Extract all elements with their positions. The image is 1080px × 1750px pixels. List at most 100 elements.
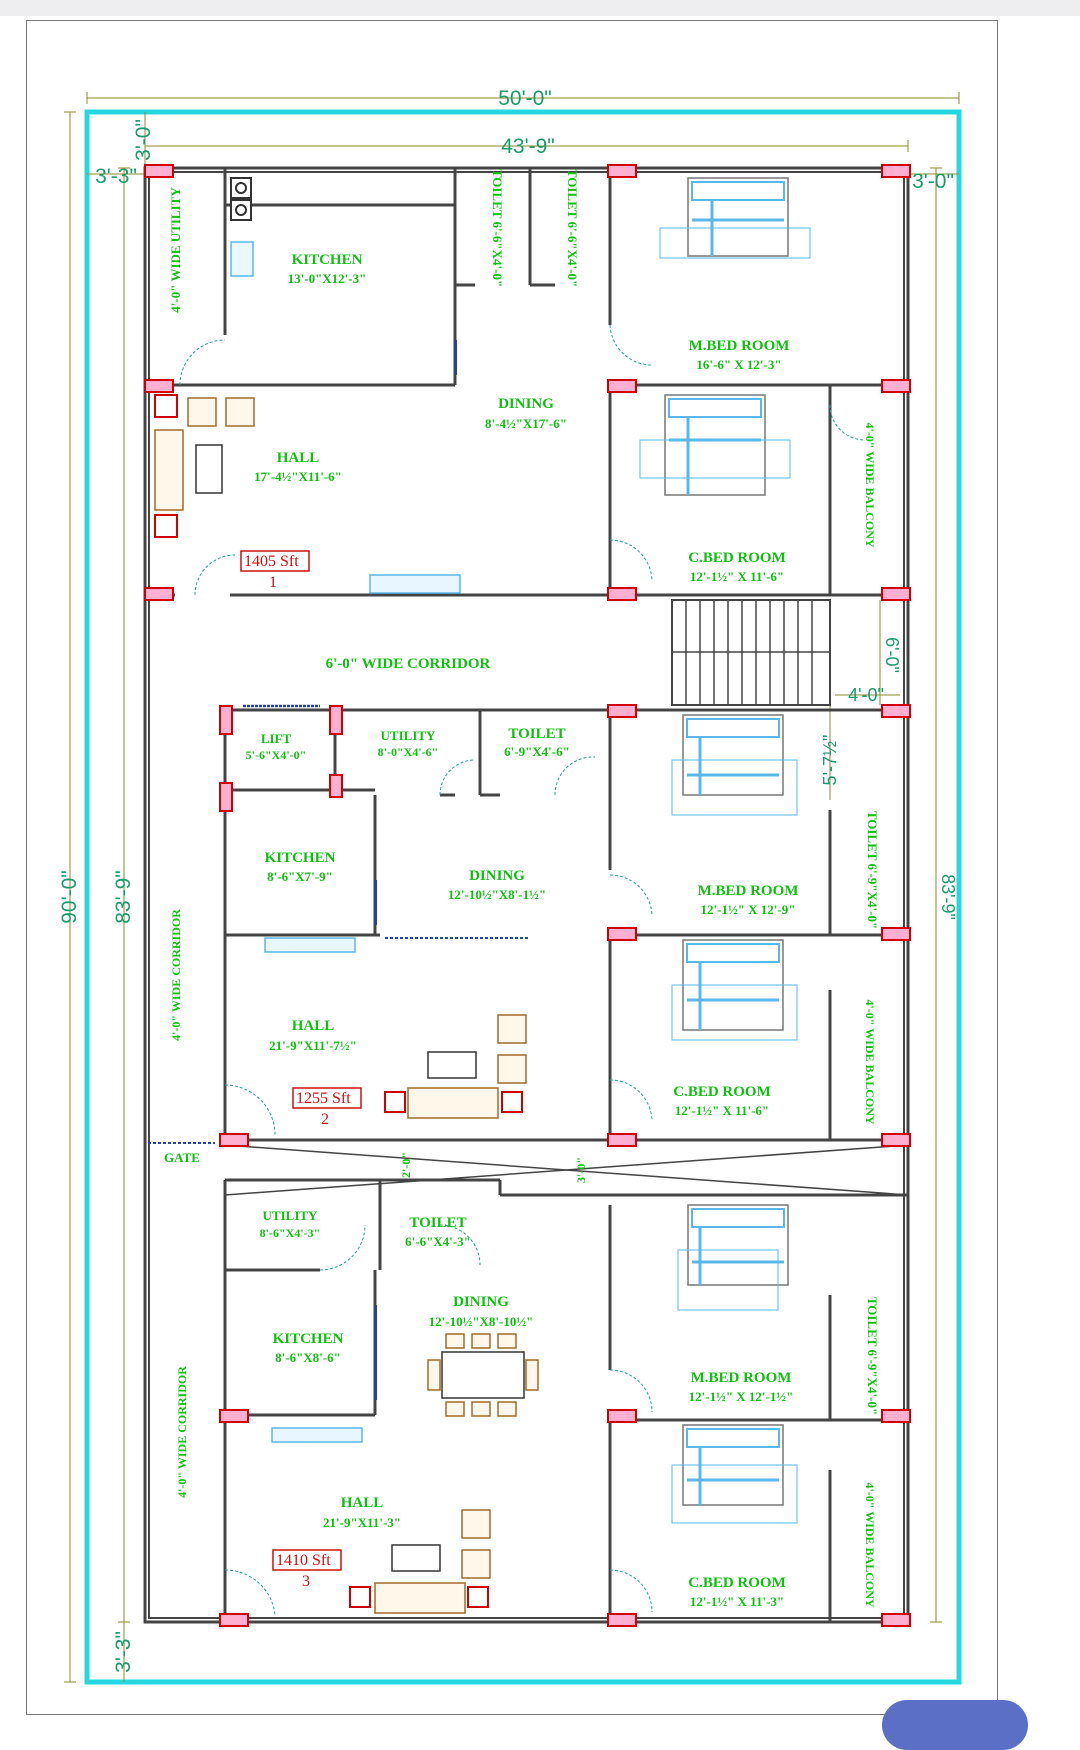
flat1-area: 1405 Sft: [244, 553, 299, 570]
flat2-utility-size: 8'-0"X4'-6": [378, 745, 439, 759]
flat3-walls: [223, 1178, 908, 1622]
flat2-kitchen-size: 8'-6"X7'-9": [267, 869, 333, 884]
stove-icon: [230, 177, 252, 221]
flat2-cbed-name: C.BED ROOM: [673, 1084, 771, 1100]
bed-icon: [639, 394, 791, 496]
flat3-kitchen-name: KITCHEN: [273, 1331, 344, 1347]
side-corridor-1: 4'-0" WIDE CORRIDOR: [169, 909, 183, 1041]
dim-overall-depth: 90'-0": [58, 870, 81, 924]
side-corridor-2: 4'-0" WIDE CORRIDOR: [175, 1366, 189, 1498]
flat3-mbed-size: 12'-1½" X 12'-1½": [689, 1389, 794, 1404]
flat2-walls: [223, 708, 908, 1142]
sofa-icon: [384, 1014, 527, 1119]
flat1-kitchen-size: 13'-0"X12'-3": [288, 271, 367, 286]
plot-boundary: [84, 109, 962, 1685]
flat3-mbed-name: M.BED ROOM: [691, 1370, 792, 1386]
flat2-kitchen-name: KITCHEN: [265, 850, 336, 866]
flat2-mbed-name: M.BED ROOM: [698, 883, 799, 899]
columns: [144, 164, 911, 1627]
dining-table-icon: [427, 1333, 539, 1417]
dim-inner-depth-left: 83'-9": [112, 870, 135, 924]
corridor-label: 6'-0" WIDE CORRIDOR: [326, 656, 491, 672]
flat3-utility-size: 8'-6"X4'-3": [260, 1226, 321, 1240]
sink-icon: [230, 241, 254, 277]
scroll-indicator[interactable]: [882, 1700, 1028, 1750]
flat3-hall-name: HALL: [341, 1495, 384, 1511]
flat2-toilet-size: 6'-9"X4'-6": [504, 744, 570, 759]
flat1-number: 1: [269, 574, 277, 591]
flat1-hall-name: HALL: [277, 450, 320, 466]
dim-inner-width: 43'-9": [501, 135, 555, 158]
flat1-dining-name: DINING: [498, 396, 554, 412]
flat3-cbed-name: C.BED ROOM: [688, 1575, 786, 1591]
flat2-balcony-label: 4'-0" WIDE BALCONY: [863, 999, 877, 1124]
flat2-dining-size: 12'-10½"X8'-1½": [448, 887, 546, 902]
flat3-balcony-label: 4'-0" WIDE BALCONY: [863, 1482, 877, 1607]
bed-icon: [677, 1204, 789, 1311]
flat3-dining-size: 12'-10½"X8'-10½": [429, 1314, 534, 1329]
sofa-icon: [154, 394, 255, 538]
flat3-area-box: [272, 1549, 342, 1571]
dim-right-setback: 3'-0": [912, 170, 954, 193]
building-outline: [143, 166, 910, 1624]
dim-bottom-setback: 3'-3": [112, 1631, 135, 1673]
flat2-area-box: [292, 1087, 362, 1109]
bed-icon: [671, 939, 798, 1041]
flat1-cbed-name: C.BED ROOM: [688, 550, 786, 566]
flat1-toilet2-label: TOILET 6'-6"X4'-0": [565, 169, 580, 287]
flat1-mbed-size: 16'-6" X 12'-3": [696, 357, 781, 372]
bed-icon: [671, 1424, 798, 1524]
flat3-area: 1410 Sft: [276, 1552, 331, 1569]
door-swings: [179, 324, 866, 1616]
flat3-dining-name: DINING: [453, 1294, 509, 1310]
flat1-mbed-name: M.BED ROOM: [689, 338, 790, 354]
corridor-stair-depth: 6'-0": [882, 637, 902, 673]
flat1-utility-label: 4'-0" WIDE UTILITY: [168, 187, 183, 313]
staircase: [671, 599, 831, 706]
flat3-utility-name: UTILITY: [263, 1208, 319, 1223]
passage-crossing: [224, 1144, 909, 1196]
flat1-area-box: [240, 550, 310, 572]
flat2-toilet-name: TOILET: [508, 726, 565, 742]
flat2-lift-size: 5'-6"X4'-0": [246, 748, 307, 762]
corridor-stair-width: 4'-0": [848, 685, 884, 705]
passage-dim-1: 2'-0": [399, 1152, 413, 1178]
windows: [148, 340, 530, 1443]
dim-overall-width: 50'-0": [498, 87, 552, 110]
passage-dim-2: 3'-0": [574, 1157, 588, 1183]
flat1-toilet1-label: TOILET 6'-6"X4'-0": [490, 169, 505, 287]
flat1-cbed-size: 12'-1½" X 11'-6": [690, 569, 784, 584]
flat2-utility-name: UTILITY: [381, 728, 437, 743]
bed-icon: [659, 177, 811, 259]
flat2-lift-name: LIFT: [261, 731, 292, 746]
flat2-cbed-size: 12'-1½" X 11'-6": [675, 1103, 769, 1118]
bed-icon: [671, 714, 798, 816]
flat2-hall-size: 21'-9"X11'-7½": [269, 1038, 357, 1053]
flat2-dining-name: DINING: [469, 868, 525, 884]
flat2-number: 2: [321, 1111, 329, 1128]
flat2-mbed-size: 12'-1½" X 12'-9": [701, 902, 796, 917]
viewer-top-bar: [0, 0, 1080, 16]
flat1-hall-size: 17'-4½"X11'-6": [254, 469, 342, 484]
flat3-hall-size: 21'-9"X11'-3": [323, 1515, 401, 1530]
flat2-hall-name: HALL: [292, 1018, 335, 1034]
flat3-toilet-size: 6'-6"X4'-3": [405, 1234, 471, 1249]
dim-inner-depth-right: 83'-9": [938, 874, 958, 920]
sofa-icon: [349, 1509, 491, 1614]
flat2-side-toilet: TOILET 6'-9"X4'-0": [865, 811, 880, 929]
flat3-number: 3: [302, 1573, 310, 1590]
corridor-gap: 5'-7½": [820, 735, 840, 786]
flat3-toilet-name: TOILET: [409, 1215, 466, 1231]
dim-top-setback: 3'-0": [132, 119, 155, 161]
flat1-walls: [145, 168, 908, 597]
flat3-kitchen-size: 8'-6"X8'-6": [275, 1350, 341, 1365]
dim-left-setback: 3'-3": [95, 165, 137, 188]
flat1-balcony-label: 4'-0" WIDE BALCONY: [863, 422, 877, 547]
flat1-dining-size: 8'-4½"X17'-6": [485, 416, 567, 431]
gate-label: GATE: [164, 1150, 200, 1165]
flat2-area: 1255 Sft: [296, 1090, 351, 1107]
flat1-kitchen-name: KITCHEN: [292, 252, 363, 268]
flat3-cbed-size: 12'-1½" X 11'-3": [690, 1594, 784, 1609]
dimension-lines: [64, 92, 960, 1683]
